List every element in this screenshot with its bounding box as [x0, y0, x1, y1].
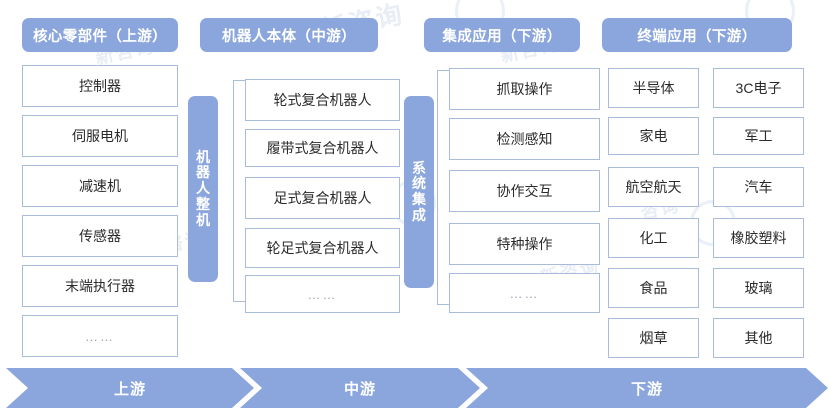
- upstream-item[interactable]: 传感器: [22, 215, 178, 257]
- integration-connector-text: 系统集成: [412, 159, 426, 223]
- terminal-item[interactable]: 玻璃: [713, 268, 804, 308]
- ribbon-segment-midstream[interactable]: 中游: [240, 368, 480, 408]
- midstream-connector-text: 机器人整机: [196, 148, 210, 228]
- terminal-item[interactable]: 半导体: [608, 68, 699, 108]
- upstream-item[interactable]: 末端执行器: [22, 265, 178, 307]
- header-robot-body: 机器人本体（中游）: [200, 18, 378, 52]
- terminal-item[interactable]: 橡胶塑料: [713, 218, 804, 258]
- header-core-components: 核心零部件（上游）: [22, 18, 178, 52]
- midstream-item[interactable]: 轮足式复合机器人: [245, 228, 400, 268]
- terminal-item[interactable]: 食品: [608, 268, 699, 308]
- value-chain-ribbon: 上游 中游 下游: [0, 368, 835, 408]
- integration-item[interactable]: 抓取操作: [449, 68, 600, 110]
- midstream-item-more[interactable]: ……: [245, 275, 400, 313]
- terminal-item[interactable]: 家电: [608, 117, 699, 155]
- integration-item-more[interactable]: ……: [449, 273, 600, 313]
- upstream-item[interactable]: 伺服电机: [22, 115, 178, 157]
- ribbon-segment-upstream[interactable]: 上游: [6, 368, 254, 408]
- midstream-item[interactable]: 履带式复合机器人: [245, 129, 400, 167]
- midstream-item[interactable]: 轮式复合机器人: [245, 79, 400, 121]
- upstream-item[interactable]: 减速机: [22, 165, 178, 207]
- terminal-item[interactable]: 其他: [713, 318, 804, 358]
- terminal-item[interactable]: 军工: [713, 117, 804, 155]
- header-terminal-application: 终端应用（下游）: [602, 18, 792, 52]
- ribbon-segment-downstream[interactable]: 下游: [466, 368, 828, 408]
- upstream-item-more[interactable]: ……: [22, 315, 178, 357]
- header-integrated-application: 集成应用（下游）: [424, 18, 580, 52]
- terminal-item[interactable]: 化工: [608, 218, 699, 258]
- midstream-connector-label: 机器人整机: [188, 96, 218, 282]
- terminal-item[interactable]: 3C电子: [713, 68, 804, 108]
- integration-item[interactable]: 特种操作: [449, 223, 600, 265]
- integration-item[interactable]: 协作交互: [449, 170, 600, 212]
- integration-bracket: [437, 70, 449, 305]
- upstream-item[interactable]: 控制器: [22, 65, 178, 107]
- midstream-item[interactable]: 足式复合机器人: [245, 177, 400, 219]
- integration-item[interactable]: 检测感知: [449, 118, 600, 160]
- midstream-bracket: [233, 80, 245, 302]
- integration-connector-label: 系统集成: [404, 96, 434, 288]
- terminal-item[interactable]: 烟草: [608, 318, 699, 358]
- terminal-item[interactable]: 汽车: [713, 167, 804, 207]
- terminal-item[interactable]: 航空航天: [608, 167, 699, 207]
